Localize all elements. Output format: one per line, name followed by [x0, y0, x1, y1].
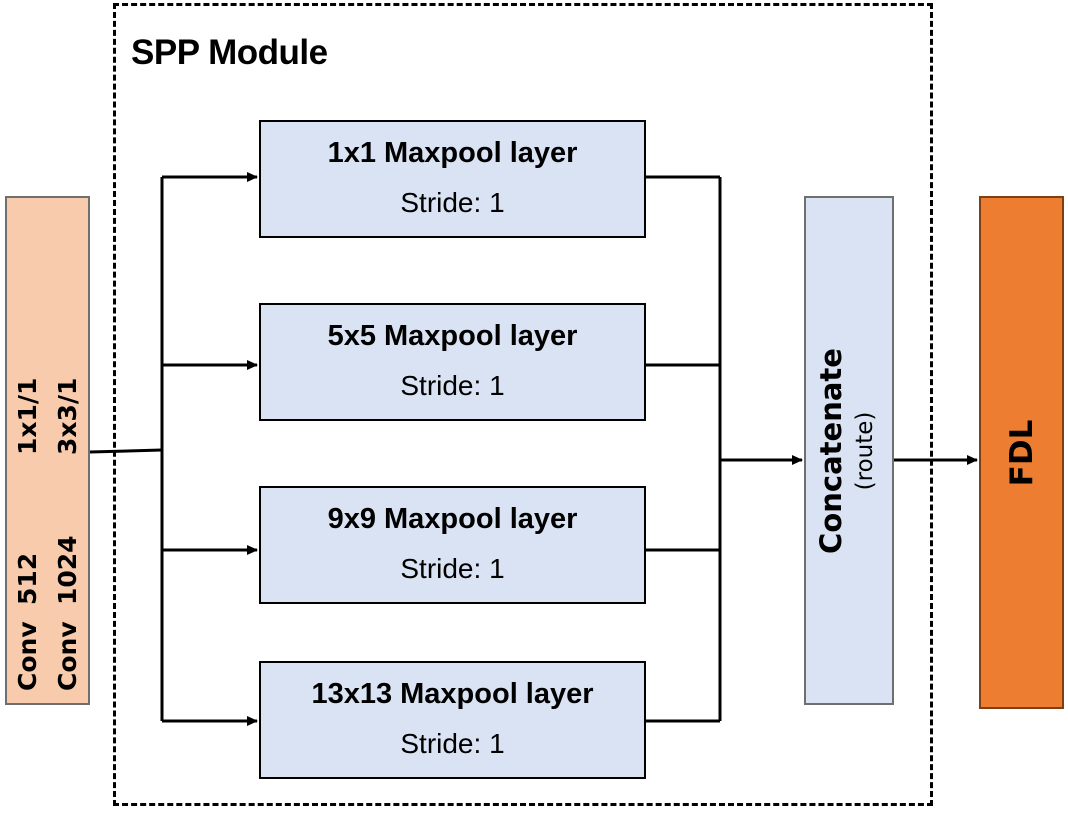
- conv-name-1: Conv: [12, 620, 42, 691]
- conv-name-2: Conv: [52, 620, 82, 691]
- conv-filters-1: 512: [12, 552, 42, 605]
- conv-size-1: 1x1/1: [12, 377, 42, 455]
- maxpool-title-3: 9x9 Maxpool layer: [327, 503, 578, 535]
- maxpool-box-3: 9x9 Maxpool layer Stride: 1: [259, 486, 646, 604]
- maxpool-title-4: 13x13 Maxpool layer: [311, 678, 594, 710]
- maxpool-box-4: 13x13 Maxpool layer Stride: 1: [259, 661, 646, 779]
- spp-module-title: SPP Module: [131, 33, 328, 72]
- conv-line-1: Conv 512 1x1/1: [10, 211, 46, 691]
- conv-size-2: 3x3/1: [52, 377, 82, 455]
- maxpool-stride-1: Stride: 1: [400, 187, 505, 218]
- conv-line-2: Conv 1024 3x3/1: [50, 211, 86, 691]
- maxpool-title-2: 5x5 Maxpool layer: [327, 320, 578, 352]
- conv-filters-2: 1024: [52, 534, 82, 605]
- maxpool-stride-4: Stride: 1: [400, 728, 505, 759]
- spp-module-border: [113, 3, 933, 806]
- concatenate-label: Concatenate: [814, 347, 848, 554]
- maxpool-stride-2: Stride: 1: [400, 370, 505, 401]
- concatenate-route-label: (route): [852, 411, 878, 490]
- input-line: [89, 448, 163, 454]
- conv-block: Conv 512 1x1/1 Conv 1024 3x3/1: [5, 196, 90, 705]
- fdl-label: FDL: [1003, 419, 1040, 486]
- maxpool-box-2: 5x5 Maxpool layer Stride: 1: [259, 303, 646, 421]
- fdl-block: FDL: [979, 196, 1064, 709]
- maxpool-stride-3: Stride: 1: [400, 553, 505, 584]
- concatenate-block: Concatenate (route): [804, 196, 894, 705]
- maxpool-box-1: 1x1 Maxpool layer Stride: 1: [259, 120, 646, 238]
- maxpool-title-1: 1x1 Maxpool layer: [327, 137, 578, 169]
